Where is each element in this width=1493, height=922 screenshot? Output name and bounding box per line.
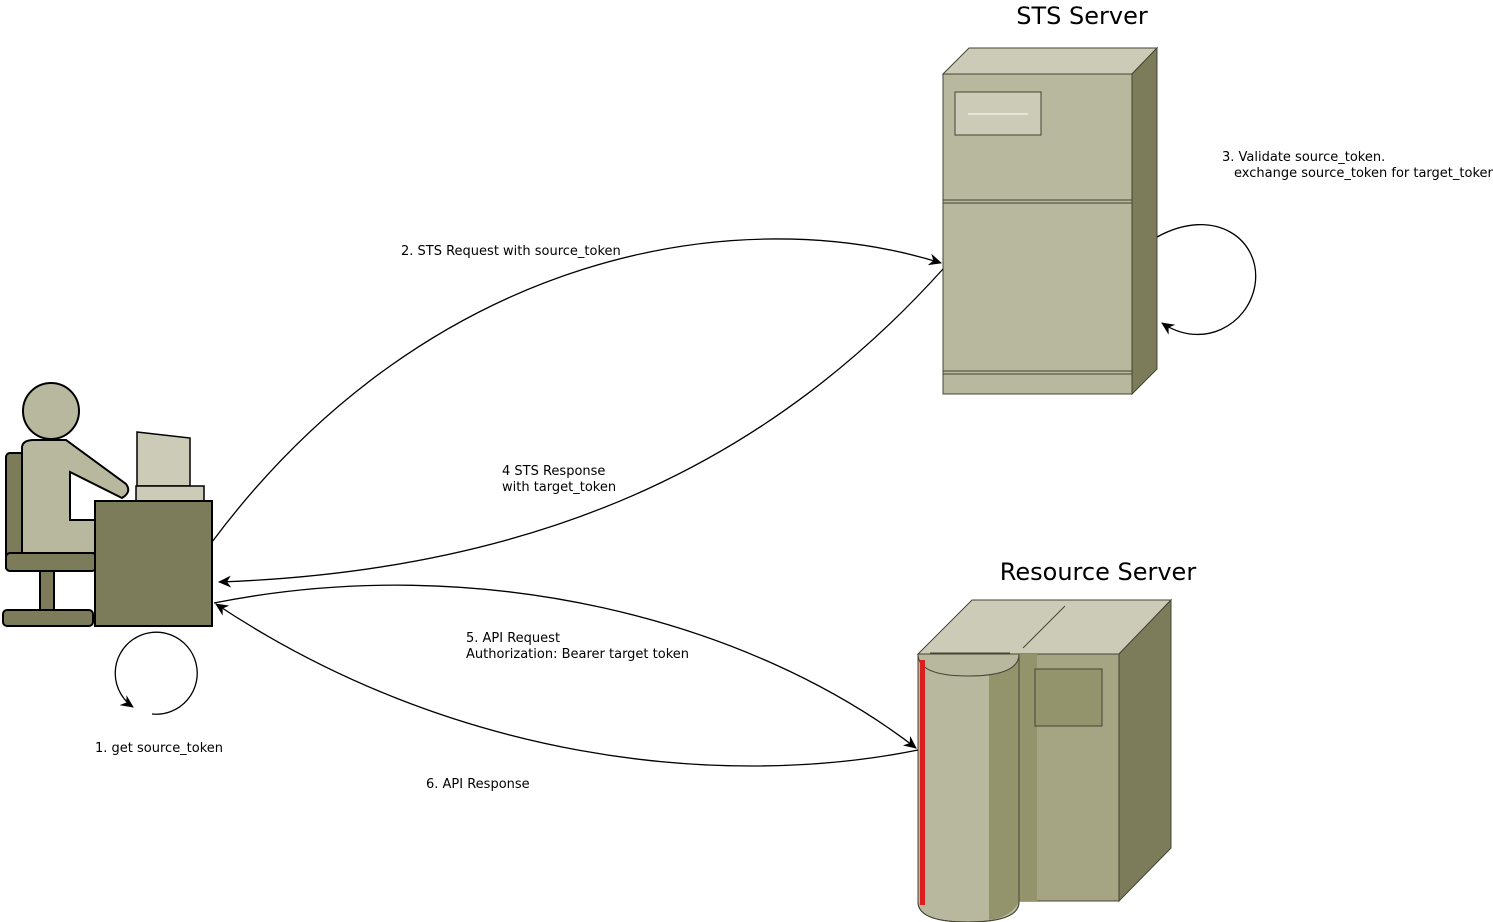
edge-step3-label-line1: 3. Validate source_token.	[1222, 150, 1385, 165]
mainframe-server-icon	[916, 598, 1173, 922]
tower-server-icon	[941, 46, 1159, 396]
edge-step2-label: 2. STS Request with source_token	[401, 244, 621, 259]
edge-step4-label-line1: 4 STS Response	[502, 464, 605, 479]
edge-step5: 5. API Request Authorization: Bearer tar…	[213, 584, 917, 749]
edge-step4-label-line2: with target_token	[502, 480, 616, 495]
edge-step3: 3. Validate source_token. exchange sourc…	[1156, 150, 1493, 335]
sts-server-title: STS Server	[1016, 2, 1148, 30]
edge-step4: 4 STS Response with target_token	[218, 268, 944, 588]
edge-step2: 2. STS Request with source_token	[211, 238, 942, 543]
edge-step5-label-line2: Authorization: Bearer target token	[466, 647, 689, 662]
edge-step5-label-line1: 5. API Request	[466, 631, 560, 646]
edge-step6: 6. API Response	[215, 603, 919, 792]
edge-step6-label: 6. API Response	[426, 777, 530, 792]
edge-step1: 1. get source_token	[95, 631, 223, 756]
resource-server-title: Resource Server	[1000, 558, 1197, 586]
edge-step1-label: 1. get source_token	[95, 741, 223, 756]
edge-step3-label-line2: exchange source_token for target_token	[1234, 166, 1493, 181]
user-at-desk-icon	[2, 382, 213, 627]
